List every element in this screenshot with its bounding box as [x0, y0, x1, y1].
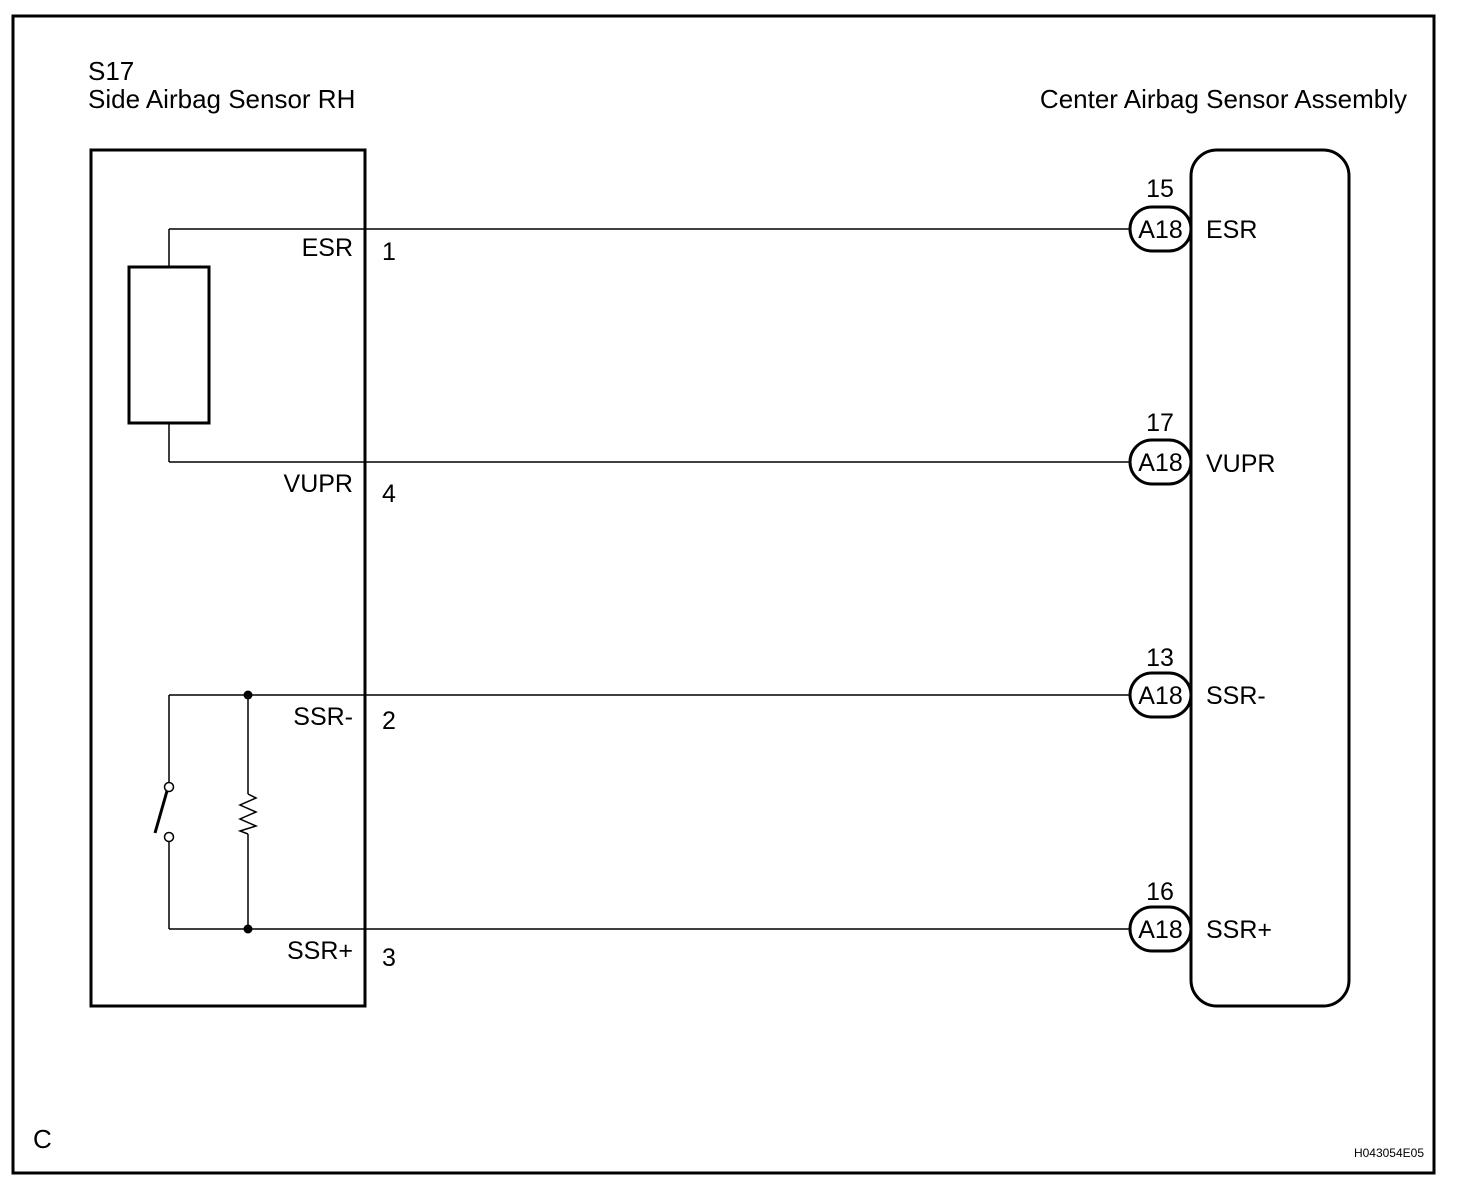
- resistor-zigzag: [237, 793, 259, 835]
- right-pin-number: 13: [1146, 644, 1174, 672]
- side-airbag-sensor-box: [89, 148, 367, 1008]
- left-pin-number: 3: [382, 944, 396, 972]
- right-pin-number: 15: [1146, 175, 1174, 203]
- center-airbag-sensor-box: [1189, 148, 1351, 1008]
- connector-code: A18: [1138, 682, 1182, 710]
- right-pin-signal: SSR-: [1206, 682, 1266, 710]
- left-pin-number: 1: [382, 238, 396, 266]
- left-component-code: S17: [88, 56, 134, 86]
- connector-oval: [1128, 905, 1193, 953]
- left-pin-number: 4: [382, 480, 396, 508]
- right-pin-signal: VUPR: [1206, 450, 1275, 478]
- left-pin-signal: SSR+: [287, 937, 353, 965]
- right-pin-signal: ESR: [1206, 216, 1257, 244]
- connector-oval: [1128, 205, 1193, 253]
- switch-contact-bottom: [163, 831, 175, 843]
- squib-element: [127, 265, 211, 425]
- switch-contact-top: [163, 781, 175, 793]
- figure-code: H043054E05: [1354, 1146, 1424, 1160]
- connector-code: A18: [1138, 216, 1182, 244]
- junction-dot-bottom: [243, 924, 253, 934]
- left-component-name: Side Airbag Sensor RH: [88, 84, 355, 114]
- right-pin-signal: SSR+: [1206, 916, 1272, 944]
- right-pin-number: 17: [1146, 409, 1174, 437]
- left-pin-number: 2: [382, 707, 396, 735]
- right-pin-number: 16: [1146, 878, 1174, 906]
- corner-letter: C: [33, 1124, 52, 1154]
- left-pin-signal: VUPR: [284, 470, 353, 498]
- connector-oval: [1128, 438, 1193, 486]
- connector-oval: [1128, 671, 1193, 719]
- switch-blade: [153, 790, 169, 834]
- junction-dot-top: [243, 690, 253, 700]
- left-pin-signal: ESR: [302, 234, 353, 262]
- right-component-name: Center Airbag Sensor Assembly: [1040, 84, 1407, 114]
- diagram-frame: [11, 14, 1436, 1175]
- connector-code: A18: [1138, 916, 1182, 944]
- connector-code: A18: [1138, 449, 1182, 477]
- left-pin-signal: SSR-: [293, 703, 353, 731]
